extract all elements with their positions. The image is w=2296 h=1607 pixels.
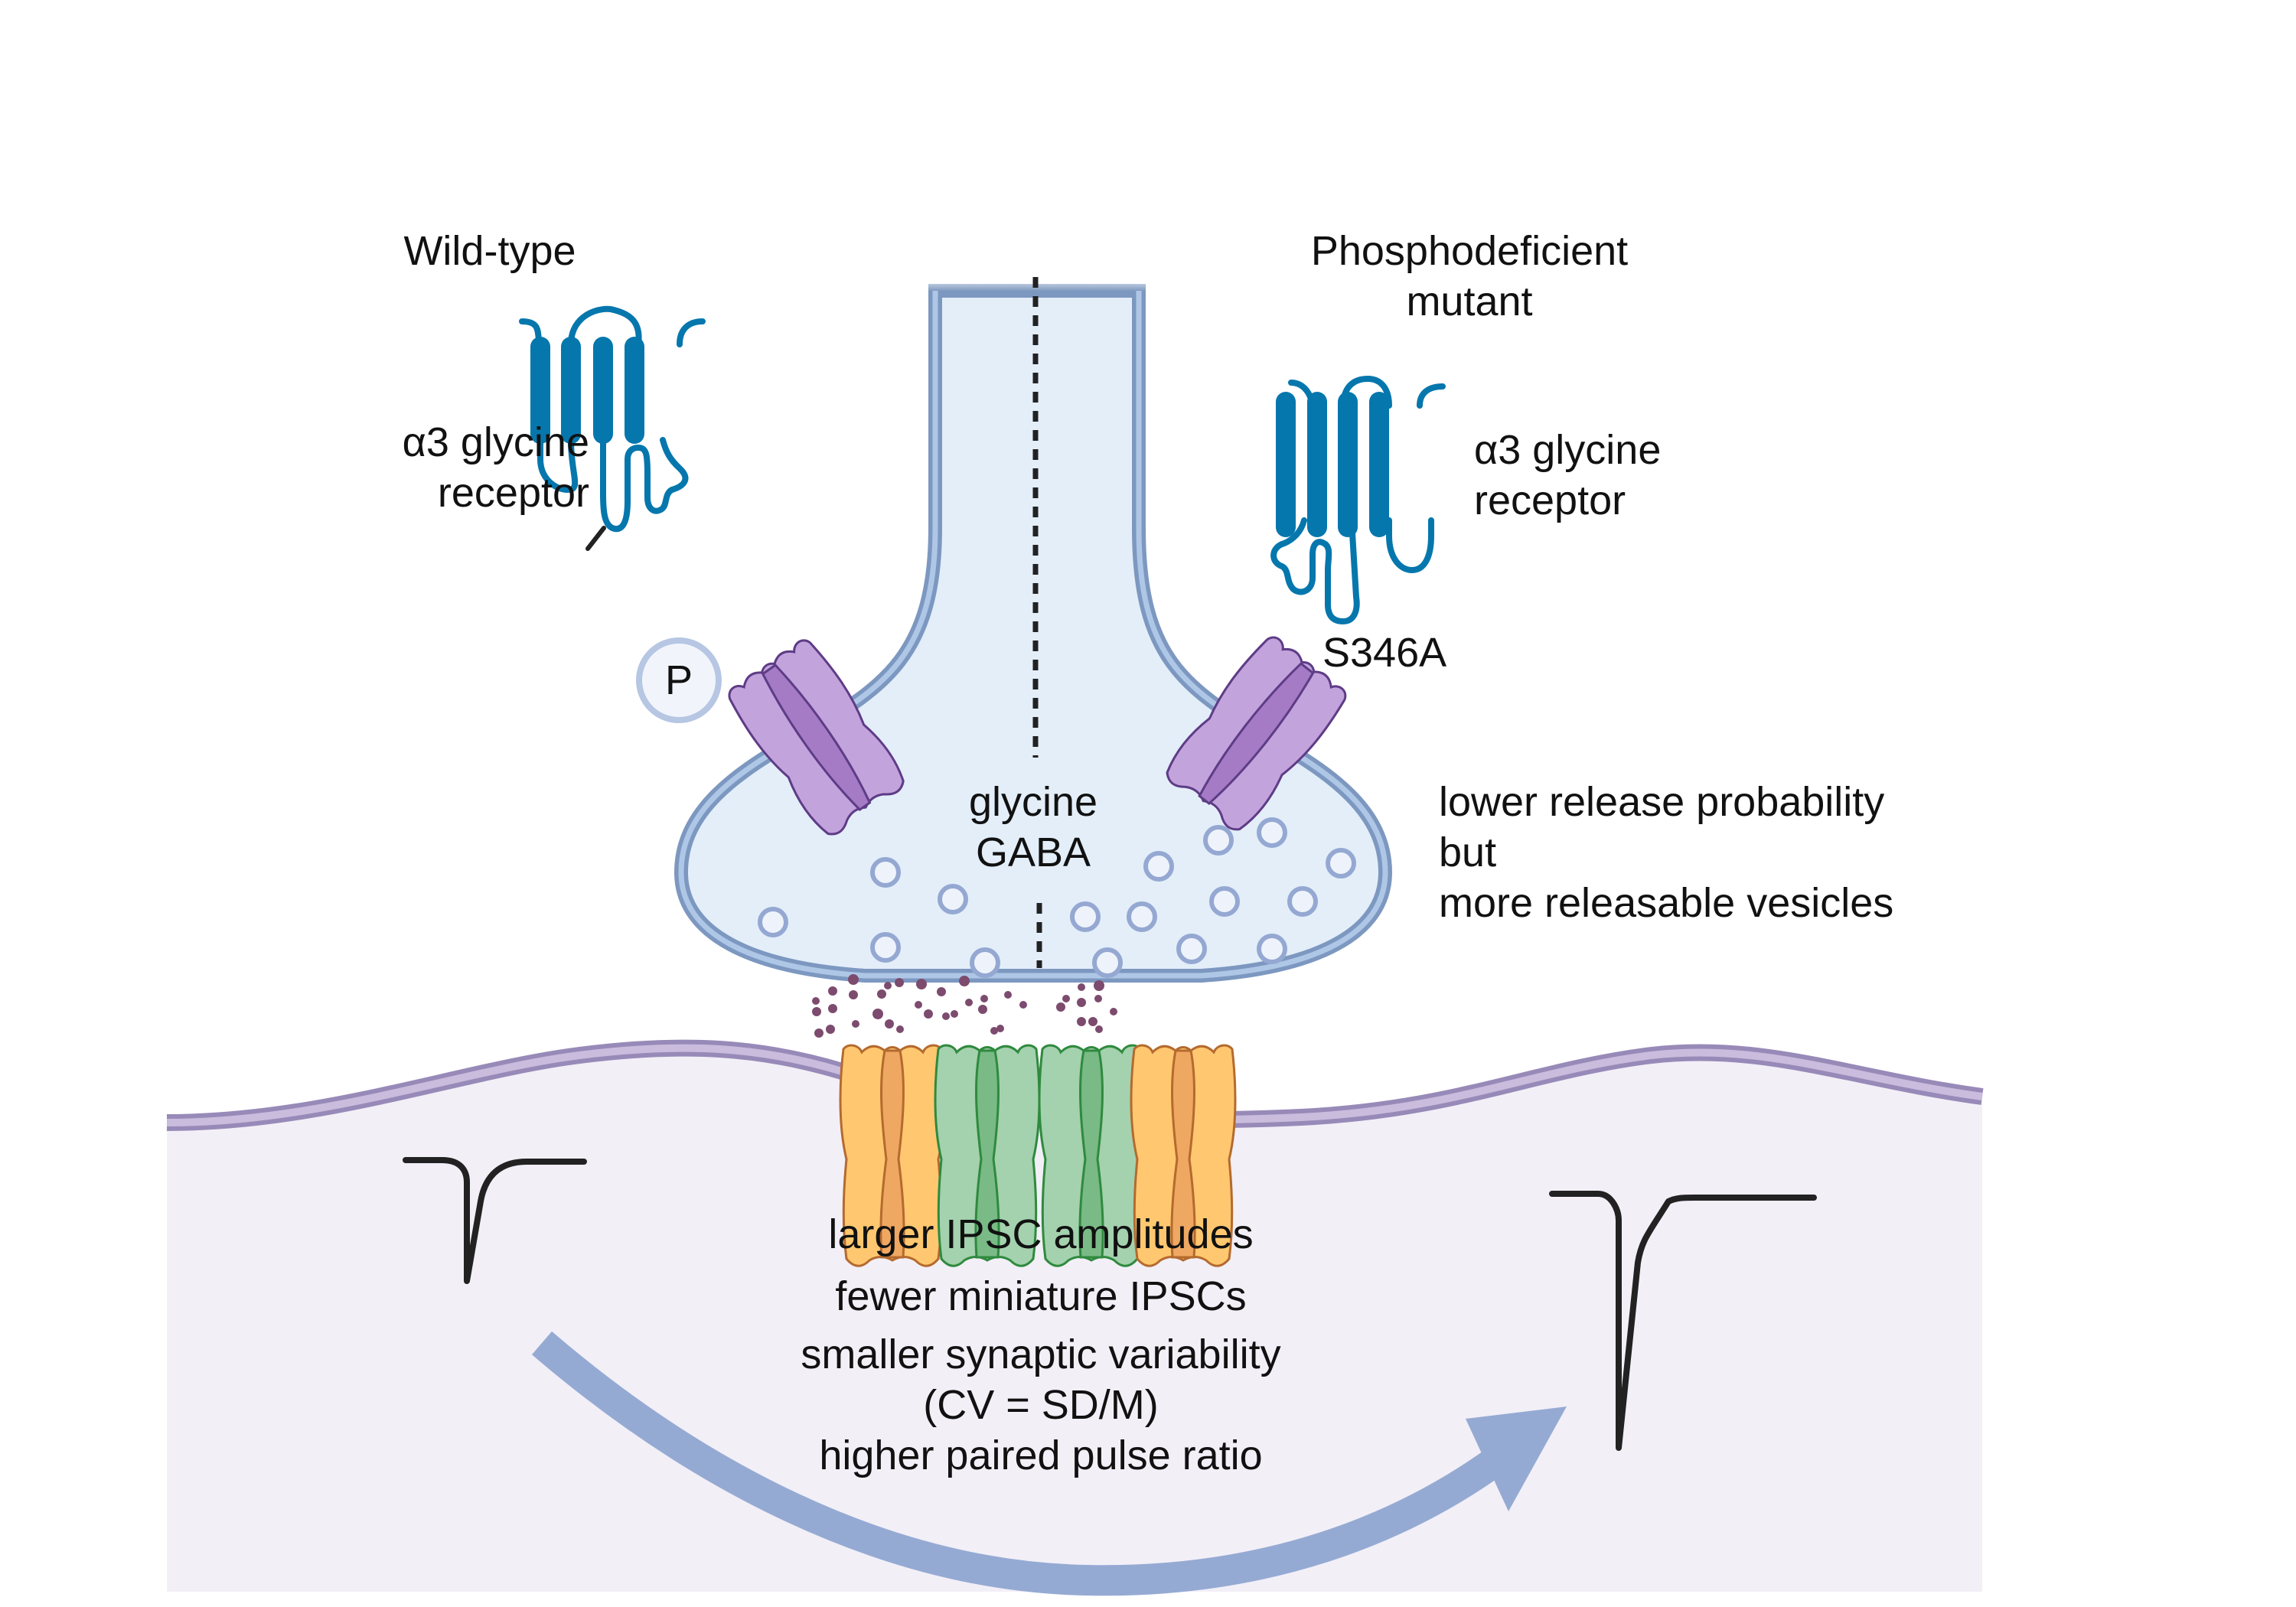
mutant-receptor-label: α3 glycine receptor <box>1474 425 1750 526</box>
wild-type-receptor-icon <box>519 305 706 551</box>
vesicle <box>1203 825 1234 856</box>
effect-item: smaller synaptic variability <box>801 1332 1281 1377</box>
vesicle <box>1070 901 1101 932</box>
vesicles <box>758 817 1356 978</box>
curved-arrow-icon <box>531 1331 1567 1596</box>
calcium-channel-left-icon <box>728 639 905 836</box>
effect-item: (CV = SD/M) <box>923 1382 1159 1428</box>
mutation-label: S346A <box>1322 630 1447 676</box>
calcium-channel-right-icon <box>1166 636 1347 831</box>
release-note-line1: lower release probability <box>1439 779 1885 825</box>
glycine-receptor-channel-icon <box>839 1044 946 1267</box>
small-ipsc-trace-icon <box>403 1157 587 1284</box>
receptor-label-line1: α3 glycine <box>402 419 589 465</box>
receptor-label-line2: receptor <box>1474 478 1626 523</box>
gaba-receptor-channel-icon <box>934 1044 1041 1267</box>
vesicle <box>1326 848 1356 878</box>
vesicle <box>1287 886 1318 917</box>
mutant-heading-line2: mutant <box>1406 279 1533 324</box>
neurotransmitter-dots <box>812 974 1117 1038</box>
effect-item: larger IPSC amplitudes <box>828 1211 1254 1257</box>
effect-item: higher paired pulse ratio <box>819 1433 1263 1478</box>
mutant-heading: Phosphodeficient mutant <box>1255 226 1684 327</box>
vesicle <box>1127 901 1157 932</box>
vesicle <box>1092 947 1123 978</box>
release-note-line2: but <box>1439 830 1497 875</box>
mutant-heading-line1: Phosphodeficient <box>1310 228 1629 274</box>
release-note: lower release probability but more relea… <box>1439 777 1893 928</box>
vesicle <box>758 907 788 937</box>
transmitter-line2: GABA <box>975 830 1091 875</box>
phosphate-label: P <box>664 657 693 703</box>
glycine-receptor-channel-icon <box>1130 1044 1237 1267</box>
gaba-receptor-channel-icon <box>1038 1044 1145 1267</box>
mutant-receptor-icon <box>1270 375 1446 625</box>
vesicle <box>870 857 901 888</box>
vesicle <box>1209 886 1240 917</box>
wild-type-receptor-helices <box>530 337 644 444</box>
phosphate-icon <box>636 637 722 723</box>
vesicle <box>1176 934 1207 964</box>
vesicle <box>870 932 901 963</box>
vesicle <box>970 947 1000 978</box>
neurotransmitter-label: glycine GABA <box>918 777 1148 878</box>
wild-type-heading: Wild-type <box>403 228 576 274</box>
vesicle <box>1257 934 1287 964</box>
postsynaptic-effects-list: larger IPSC amplitudes fewer miniature I… <box>735 1209 1347 1481</box>
large-ipsc-trace-icon <box>1549 1191 1817 1451</box>
wild-type-receptor-label: α3 glycine receptor <box>306 417 589 518</box>
vesicle <box>938 884 968 914</box>
receptor-label-line1: α3 glycine <box>1474 427 1662 473</box>
mutant-receptor-helices <box>1276 392 1389 537</box>
vesicle <box>1257 817 1287 848</box>
receptor-label-line2: receptor <box>437 470 589 516</box>
release-note-line3: more releasable vesicles <box>1439 880 1894 926</box>
transmitter-line1: glycine <box>968 779 1098 825</box>
effect-item: fewer miniature IPSCs <box>835 1273 1247 1319</box>
vesicle <box>1143 851 1174 882</box>
